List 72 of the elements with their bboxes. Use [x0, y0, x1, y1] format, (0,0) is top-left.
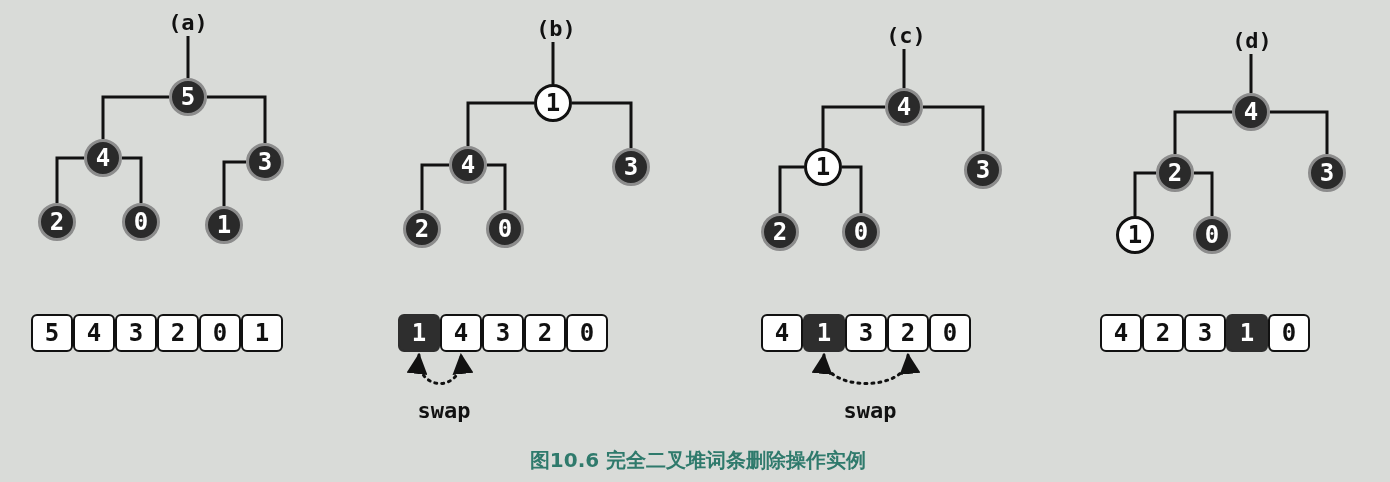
edge-label: swap	[417, 397, 471, 423]
tree-edge	[1194, 171, 1214, 216]
tree-edge	[186, 36, 190, 78]
array-cell: 0	[566, 314, 608, 352]
array-cell: 3	[115, 314, 157, 352]
tree-node-circle: 2	[1156, 154, 1194, 192]
tree-edge	[1249, 54, 1253, 93]
tree-edge	[778, 165, 804, 213]
tree-edge	[222, 160, 246, 206]
tree-node-circle: 0	[122, 203, 160, 241]
tree-node-circle: 2	[38, 203, 76, 241]
tree-node-circle: 1	[205, 206, 243, 244]
tree-node-circle: 4	[449, 146, 487, 184]
tree-edge	[466, 101, 534, 146]
tree-edge	[842, 165, 863, 213]
array-cell: 1	[241, 314, 283, 352]
tree-node-circle: 1	[1116, 216, 1154, 254]
array-cell: 1	[1226, 314, 1268, 352]
tree-edge	[420, 163, 449, 210]
panel-label: (d)	[1230, 26, 1274, 54]
panel-label: (b)	[534, 14, 578, 42]
array-cell: 0	[929, 314, 971, 352]
tree-node-circle: 3	[612, 148, 650, 186]
tree-edge	[923, 105, 985, 151]
swap-arrow	[408, 352, 472, 385]
array-cell: 4	[1100, 314, 1142, 352]
tree-node-circle: 0	[486, 210, 524, 248]
array-cell: 3	[482, 314, 524, 352]
tree-edge	[572, 101, 633, 148]
tree-node-circle: 0	[842, 213, 880, 251]
tree-node-circle: 3	[1308, 154, 1346, 192]
array-cell: 0	[199, 314, 241, 352]
tree-edge	[902, 49, 906, 88]
tree-node-circle: 1	[534, 84, 572, 122]
array-cell: 1	[803, 314, 845, 352]
tree-edge	[101, 95, 169, 139]
panel-label: (a)	[166, 8, 210, 36]
tree-node-circle: 4	[84, 139, 122, 177]
swap-arrow	[815, 352, 917, 385]
tree-edge	[821, 105, 885, 148]
tree-edge	[1270, 110, 1329, 154]
tree-node-circle: 3	[964, 151, 1002, 189]
tree-node-circle: 1	[804, 148, 842, 186]
array-cell: 3	[845, 314, 887, 352]
tree-edge	[207, 95, 267, 143]
array-cell: 5	[31, 314, 73, 352]
panel-label: (c)	[884, 21, 928, 49]
figure-caption: 图10.6 完全二叉堆词条删除操作实例	[529, 446, 867, 474]
array-cell: 2	[1142, 314, 1184, 352]
array-cell: 4	[73, 314, 115, 352]
tree-edge	[487, 163, 507, 210]
array-cell: 1	[398, 314, 440, 352]
tree-node-circle: 4	[1232, 93, 1270, 131]
array-cell: 2	[524, 314, 566, 352]
tree-edge	[1133, 171, 1156, 216]
array-cell: 2	[157, 314, 199, 352]
tree-node-circle: 2	[403, 210, 441, 248]
array-cell: 4	[440, 314, 482, 352]
tree-node-circle: 4	[885, 88, 923, 126]
tree-node-circle: 0	[1193, 216, 1231, 254]
array-cell: 2	[887, 314, 929, 352]
tree-node-circle: 5	[169, 78, 207, 116]
array-cell: 0	[1268, 314, 1310, 352]
tree-edge	[551, 42, 555, 84]
tree-node-circle: 3	[246, 143, 284, 181]
edge-label: swap	[843, 397, 897, 423]
tree-edge	[1173, 110, 1232, 154]
tree-edge	[122, 156, 143, 203]
array-cell: 4	[761, 314, 803, 352]
tree-edge	[55, 156, 84, 203]
tree-node-circle: 2	[761, 213, 799, 251]
array-cell: 3	[1184, 314, 1226, 352]
